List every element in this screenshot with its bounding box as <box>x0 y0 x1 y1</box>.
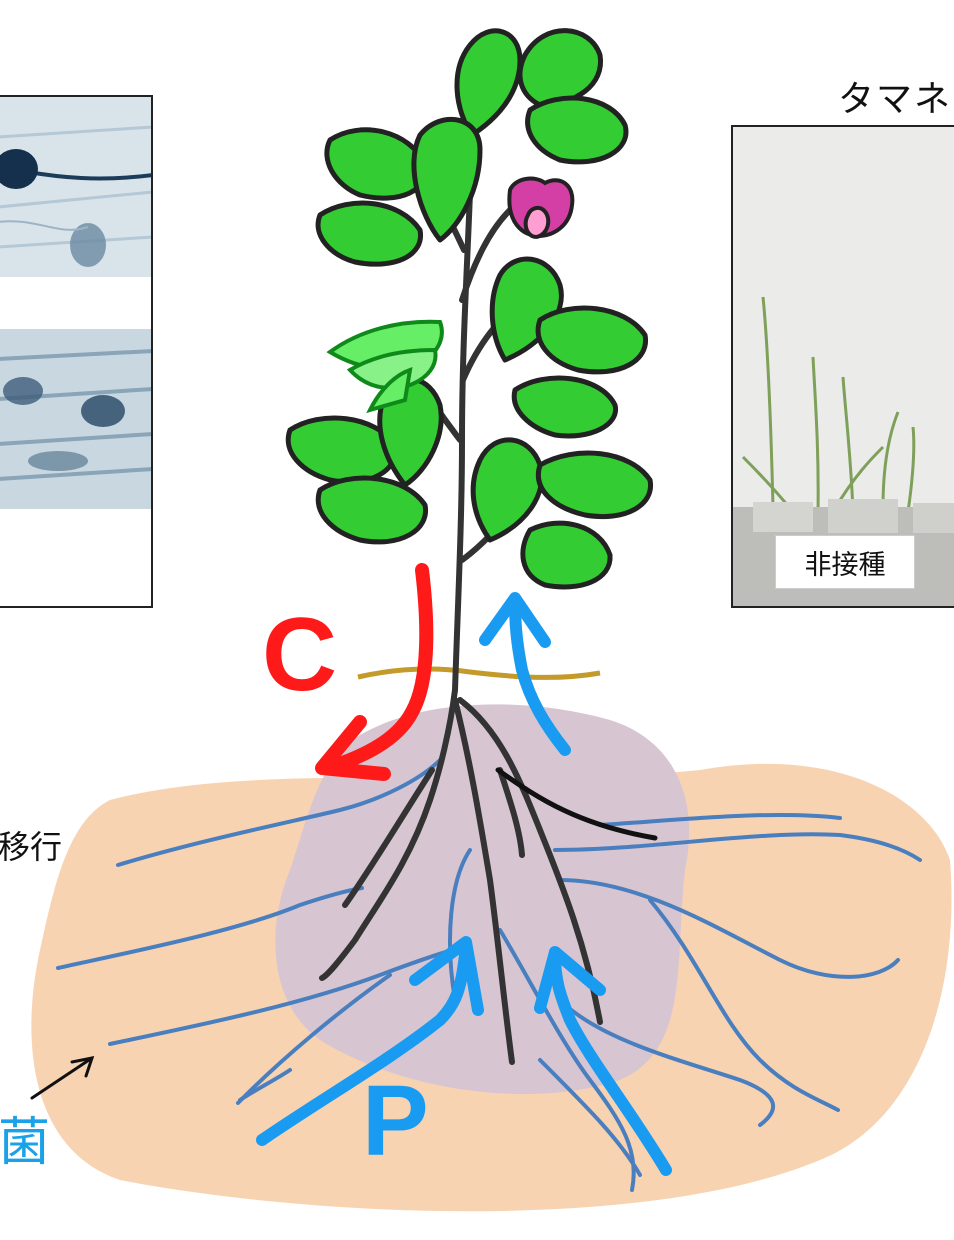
flower <box>509 179 572 237</box>
micrograph-top <box>0 97 153 277</box>
left-label-fragment: 移行 <box>0 822 62 868</box>
fungus-label: 菌 <box>0 1100 50 1175</box>
plant-leaves <box>288 31 650 587</box>
phosphorus-label: P <box>362 1064 429 1179</box>
leaf <box>457 31 520 135</box>
microscopy-panel <box>0 95 153 608</box>
leaf <box>327 130 426 198</box>
leaf <box>528 98 626 162</box>
ground-line <box>358 669 600 677</box>
leaf <box>523 523 610 587</box>
non-inoculated-tag: 非接種 <box>775 535 915 589</box>
leaf <box>318 478 425 542</box>
leaf <box>514 378 615 436</box>
carbon-label: C <box>262 596 337 715</box>
leaf <box>318 203 420 264</box>
leaf <box>520 31 601 105</box>
leaf <box>538 453 650 517</box>
leaf <box>473 440 541 540</box>
micrograph-bottom <box>0 329 153 509</box>
leaf <box>538 308 645 372</box>
photo-title: タマネ <box>838 70 952 122</box>
